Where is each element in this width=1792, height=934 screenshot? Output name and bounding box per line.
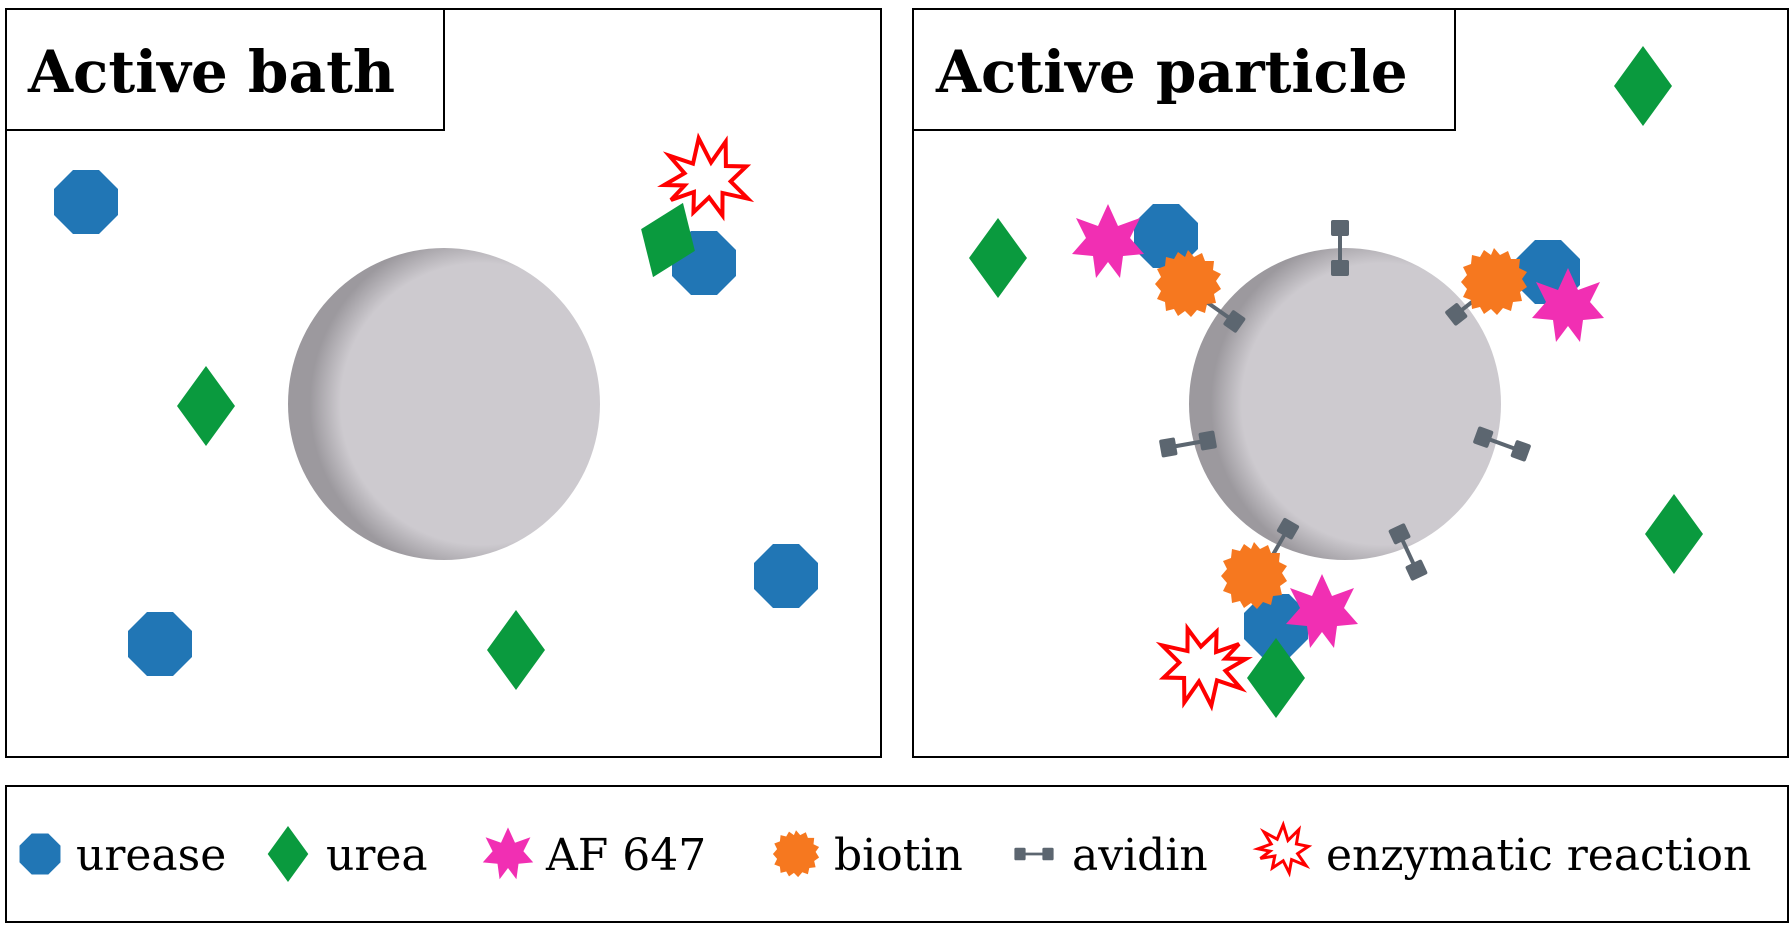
urease-icon [54,170,118,234]
panel-title: Active bath [27,38,395,106]
panel-title: Active particle [935,38,1408,106]
passive-particle [288,248,600,560]
legend-label-af647: AF 647 [545,830,706,881]
panel-active-particle: Active particle [912,8,1789,758]
legend-label-biotin: biotin [834,830,963,881]
panel-active-bath: Active bath [5,8,882,758]
legend: urease urea AF 647 biotin avidin enzymat… [5,785,1789,923]
legend-label-reaction: enzymatic reaction [1326,830,1751,881]
panel-title-box [912,8,1456,131]
active-particle [1189,248,1501,560]
legend-label-urease: urease [76,830,226,881]
urease-icon [128,612,192,676]
urease-icon [19,833,61,875]
urease-icon [754,544,818,608]
legend-label-urea: urea [326,830,428,881]
legend-label-avidin: avidin [1072,830,1208,881]
panel-title-box [5,8,445,131]
